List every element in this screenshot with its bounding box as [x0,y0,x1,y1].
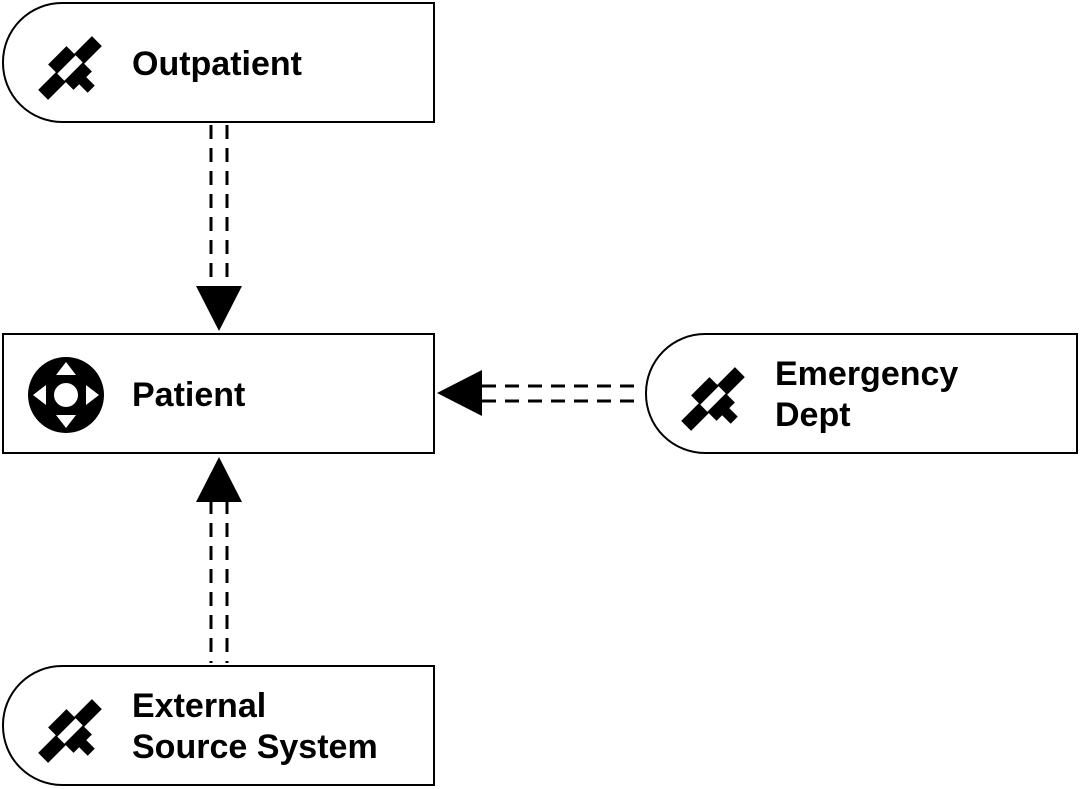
arrowhead-down [196,286,242,331]
arrowhead-left [437,370,482,416]
satellite-icon [32,693,108,774]
node-outpatient[interactable]: Outpatient [2,2,435,123]
edge-outpatient-to-patient [196,125,242,331]
navigation-dpad-icon [26,355,106,440]
node-patient[interactable]: Patient [2,333,435,454]
edge-emergency-to-patient [437,370,643,416]
satellite-icon [675,361,751,442]
node-external-source-system-label: External Source System [132,687,378,766]
node-patient-label: Patient [132,376,246,414]
satellite-icon [32,30,108,111]
node-emergency-dept[interactable]: Emergency Dept [645,333,1078,454]
node-emergency-dept-label: Emergency Dept [775,355,959,434]
node-external-source-system[interactable]: External Source System [2,665,435,786]
edge-external-to-patient [196,457,242,663]
arrowhead-up [196,457,242,502]
node-outpatient-label: Outpatient [132,45,302,83]
